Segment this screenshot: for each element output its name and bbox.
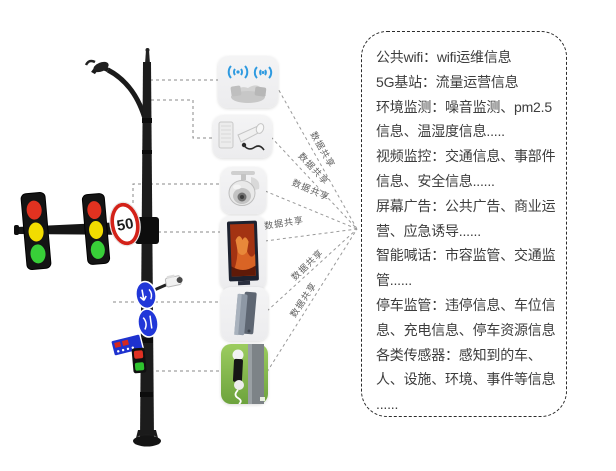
smart-pole [133,48,161,447]
info-item-5g: 5G基站：流量运营信息 [376,73,519,90]
connector-camera [132,183,221,203]
street-lamp-arm [84,59,149,123]
pole-cctv-camera-icon [151,274,183,293]
pole-base [133,430,161,447]
wifi-access-point-icon [227,65,273,103]
speed-limit-value: 50 [115,215,134,235]
device-card-wifi [218,56,278,108]
device-card-5g [213,115,272,158]
pedestrian-signal-icon [131,347,147,374]
road-sign-blue-round [135,280,157,310]
device-card-parking [221,344,268,404]
device-card-camera [221,167,266,214]
device-card-speaker [221,287,268,341]
info-box: 公共wifi：wifi运维信息 5G基站：流量运营信息 环境监测：噪音监测、pm… [361,31,567,417]
advertising-screen-icon [226,220,259,286]
info-item-wifi: 公共wifi：wifi运维信息 [376,49,512,65]
speed-limit-sign: 50 [109,201,141,247]
info-item-parking: 停车监管：违停信息、车位信息、充电信息、停车资源信息 [376,296,556,338]
info-item-ellipsis: ...... [376,396,399,413]
share-line-screen [264,228,358,242]
lamp-head-icon [84,59,109,73]
info-item-video: 视频监控：交通信息、事部件信息、安全信息...... [376,148,556,189]
info-item-sensors: 各类传感器：感知到的车、人、设施、环境、事件等信息 [376,346,556,388]
device-card-screen [220,216,266,290]
device-to-box-connectors [264,84,358,373]
share-line-5g [270,136,358,230]
traffic-light-icon [81,193,111,265]
info-item-speaker: 智能喊话：市容监管、交通监管...... [376,247,556,289]
5g-base-station-icon [218,121,265,151]
info-item-environment: 环境监测：噪音监测、pm2.5信息、温湿度信息..... [376,98,552,140]
dome-camera-icon [228,171,260,206]
connector-5g [151,99,213,139]
share-line-speaker [266,228,358,312]
share-line-camera [264,190,358,230]
parking-monitor-icon [232,344,265,404]
share-line-parking [266,228,358,373]
road-sign-blue-round [137,308,159,338]
traffic-light-icon [20,192,52,270]
share-line-wifi [275,84,358,230]
traffic-signal-assembly: 50 [14,192,159,270]
speaker-panel-icon [234,291,257,336]
info-item-ads: 屏幕广告：公共广告、商业运营、应急诱导...... [376,197,556,239]
